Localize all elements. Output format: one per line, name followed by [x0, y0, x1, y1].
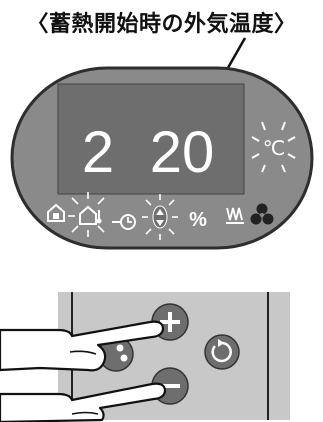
celsius-symbol: ℃ — [263, 138, 285, 160]
confirm-button[interactable] — [205, 335, 239, 369]
display-right-value: 20 — [150, 120, 215, 185]
display-left-value: 2 — [82, 120, 114, 185]
percent-icon: % — [189, 209, 207, 231]
